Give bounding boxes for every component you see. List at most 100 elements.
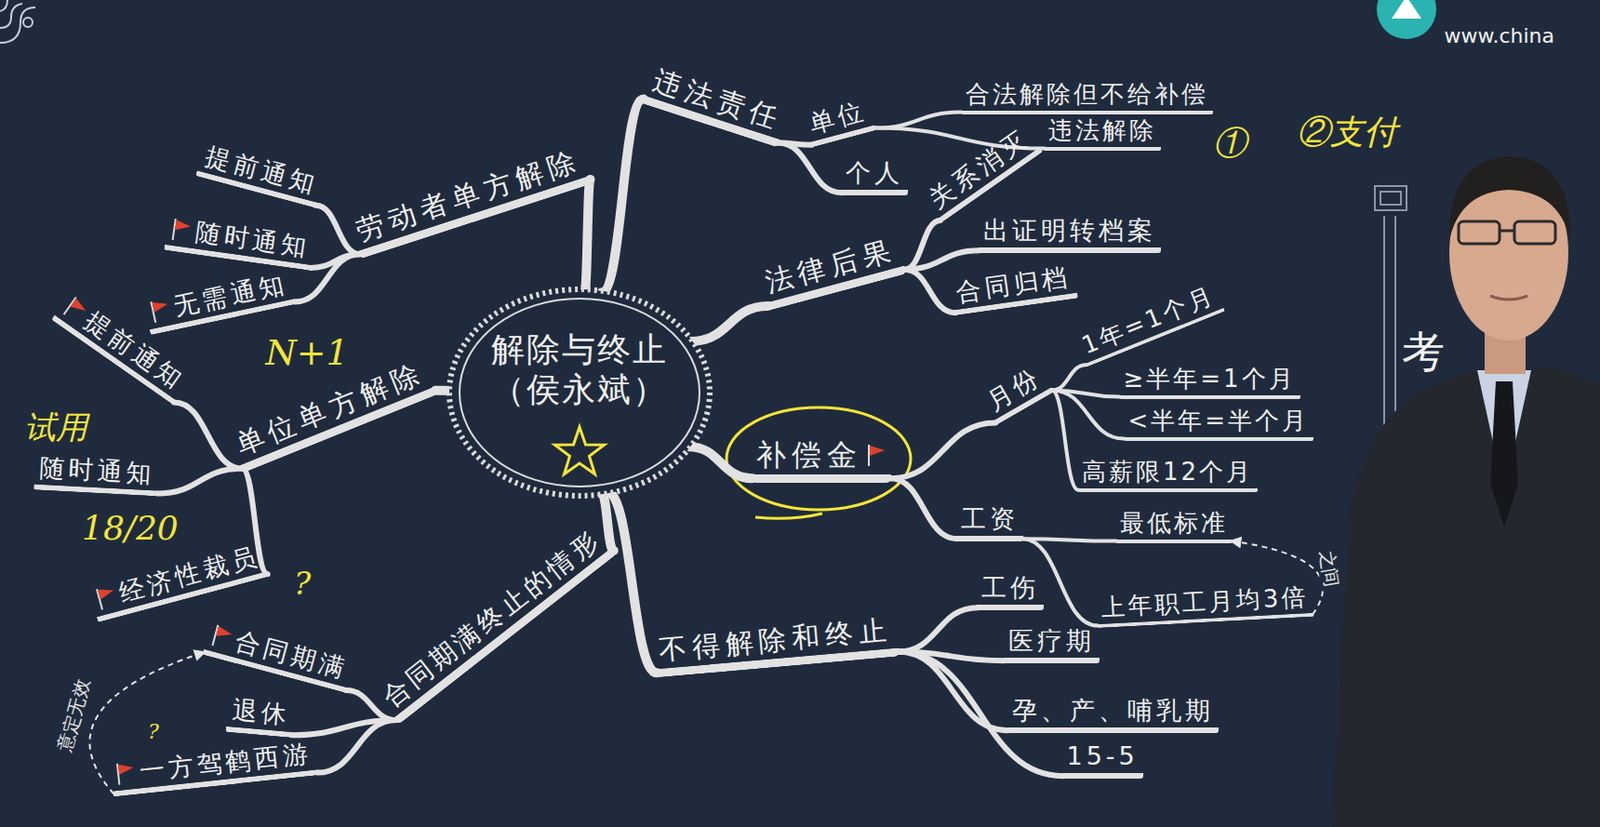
branch-topic: 劳动者单方解除 xyxy=(346,141,593,259)
presenter xyxy=(1332,156,1600,827)
branch-line xyxy=(890,478,958,539)
handwritten-note: 试用 xyxy=(24,411,88,445)
branch-topic: 最低标准 xyxy=(1115,508,1233,544)
branch-topic: 随时通知 xyxy=(163,213,317,271)
edge-label: 之间 xyxy=(1314,545,1345,591)
topic-text: 合法解除但不给补偿 xyxy=(965,80,1209,109)
flag-cloth xyxy=(118,762,134,775)
tie xyxy=(1490,381,1519,527)
board-text: 考 xyxy=(1401,329,1445,374)
handwritten-note: ? xyxy=(293,567,311,601)
topic-text: 1年=1个月 xyxy=(1077,280,1219,360)
branch-topic: 提前通知 xyxy=(195,139,326,209)
topic-text: 提前通知 xyxy=(79,306,191,398)
branch-topic: 上年职工月均3倍 xyxy=(1095,581,1314,627)
branch-topic: 15-5 xyxy=(1062,741,1144,779)
topic-text: 个人 xyxy=(845,158,904,188)
topic-text: ≥半年=1个月 xyxy=(1123,364,1296,394)
frame-ornament xyxy=(1380,191,1401,205)
flag-icon xyxy=(93,583,120,613)
branch-topic: 合法解除但不给补偿 xyxy=(960,80,1214,115)
topic-text: 关系消灭 xyxy=(923,123,1036,215)
glasses xyxy=(1514,221,1556,244)
branch-topic: 1年=1个月 xyxy=(1072,279,1225,368)
flag-cloth xyxy=(152,299,170,313)
handwritten-note: N+1 xyxy=(266,334,349,373)
topic-text: 违法责任 xyxy=(649,62,787,136)
flag-icon xyxy=(114,760,138,787)
topic-text: 随时通知 xyxy=(38,453,156,490)
branch-topic: 孕、产、哺乳期 xyxy=(1007,695,1219,734)
topic-text: 合同期满终止的情形 xyxy=(376,523,608,714)
highlight-marks xyxy=(726,407,911,519)
topic-text: 最低标准 xyxy=(1120,508,1228,538)
glasses xyxy=(1499,229,1515,233)
branch-line xyxy=(606,492,657,674)
flag-cloth xyxy=(215,626,233,640)
topic-text: 合同归档 xyxy=(954,262,1073,308)
handwritten-note: ? xyxy=(147,720,160,743)
topic-text: 补偿金 xyxy=(756,437,863,473)
logo-mark xyxy=(1391,0,1422,19)
topic-text: 劳动者单方解除 xyxy=(351,143,586,248)
ornament-curl xyxy=(0,0,8,12)
branch-topic: 个人 xyxy=(840,158,908,196)
topic-text: 出证明转档案 xyxy=(983,215,1157,246)
logo xyxy=(1376,0,1437,40)
topic-text: 医疗期 xyxy=(1008,626,1095,656)
topic-text: 退休 xyxy=(230,694,292,731)
branch-topic: 关系消灭 xyxy=(920,120,1044,224)
flag-cloth xyxy=(174,219,191,232)
branch-topic: 高薪限12个月 xyxy=(1077,457,1258,493)
branch-topic: 工资 xyxy=(956,504,1024,542)
branch-topic: 合同归档 xyxy=(949,261,1079,317)
topic-text: 月份 xyxy=(981,361,1047,417)
topic-text: 合同期满 xyxy=(232,626,352,685)
branch-line xyxy=(897,607,978,652)
ornament-curl xyxy=(0,7,36,43)
topic-text: 孕、产、哺乳期 xyxy=(1012,695,1214,726)
suit xyxy=(1332,368,1600,827)
topic-text: <半年=半个月 xyxy=(1128,406,1310,436)
branch-line xyxy=(1052,389,1079,490)
branch-line xyxy=(874,112,961,129)
branch-topic: 单位 xyxy=(801,93,877,148)
frame-ornament xyxy=(1374,186,1407,211)
branch-line xyxy=(897,652,1008,732)
ornament-curl xyxy=(0,3,23,28)
topic-text: 提前通知 xyxy=(201,141,321,200)
topic-text: 一方驾鹤西游 xyxy=(137,738,313,787)
topic-text: 单位 xyxy=(806,95,870,140)
branch-line xyxy=(317,720,397,774)
highlight-circle xyxy=(726,407,911,510)
branch-line xyxy=(157,468,242,494)
branch-topic: 工伤 xyxy=(976,573,1044,611)
topic-text: 违法解除 xyxy=(1048,116,1157,146)
outline-ring xyxy=(459,298,700,487)
flag-cloth xyxy=(70,298,89,316)
star-mark xyxy=(554,426,604,475)
branch-line xyxy=(777,143,842,194)
branch-line xyxy=(585,179,591,292)
branch-topic: 合同期满 xyxy=(201,618,356,694)
branch-topic: 无需通知 xyxy=(143,267,297,336)
topic-text: 工伤 xyxy=(981,573,1040,603)
topic-text: 上年职工月均3倍 xyxy=(1100,582,1309,623)
flag-cloth xyxy=(869,445,885,456)
branch-topic: 补偿金 xyxy=(751,437,892,483)
topic-text: 15-5 xyxy=(1066,741,1139,772)
flag-icon xyxy=(169,216,193,244)
branch-line xyxy=(904,250,980,270)
branch-line xyxy=(691,306,769,342)
glasses xyxy=(1458,221,1500,244)
outline-ring xyxy=(449,289,710,496)
branch-topic: 医疗期 xyxy=(1003,626,1100,664)
branch-topic: 出证明转档案 xyxy=(978,215,1161,254)
branch-line xyxy=(315,205,360,255)
central-topic: 解除与终止（侯永斌） xyxy=(444,285,715,500)
branch-topic: 随时通知 xyxy=(33,453,160,497)
branch-line xyxy=(1052,364,1087,390)
flag-pole xyxy=(867,444,870,467)
corner-ornament xyxy=(0,0,36,43)
topic-text: （侯永斌） xyxy=(491,369,668,410)
